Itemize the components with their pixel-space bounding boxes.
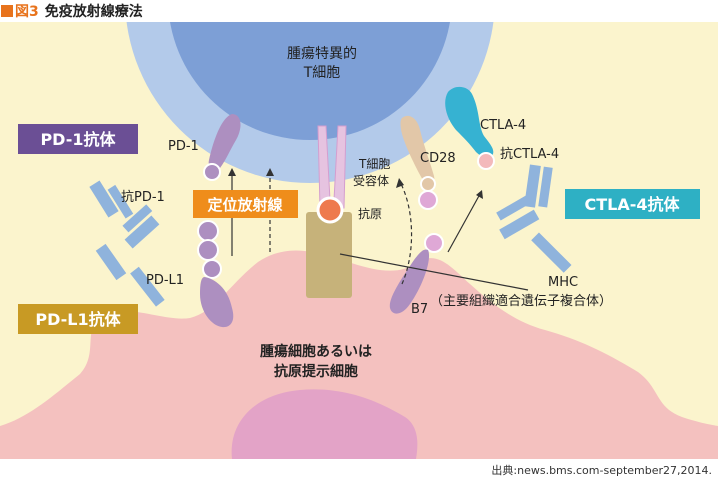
tumor-label-line2: 抗原提示細胞 — [274, 363, 358, 380]
arrowhead-solid — [228, 168, 236, 176]
cd28-knob — [420, 176, 436, 192]
pdl1-stem — [200, 277, 234, 328]
pd1-receptor — [208, 114, 241, 171]
mhc-label-line2: （主要組織適合遺伝子複合体） — [430, 293, 612, 309]
figure-marker-square — [1, 5, 13, 17]
arrowhead-ctla4 — [476, 190, 483, 199]
tcr-label-line2: 受容体 — [353, 173, 389, 188]
pd1-antibody-box — [18, 124, 138, 154]
tumor-cell — [0, 250, 718, 459]
t-cell-label-line2: T細胞 — [303, 65, 341, 81]
b7-ligand — [389, 249, 430, 314]
arrowhead-cd28 — [396, 178, 404, 188]
tumor-cell-nucleus — [231, 389, 418, 459]
tcr-label-line1: T細胞 — [358, 157, 390, 171]
antigen — [316, 196, 344, 224]
arrowhead-dashed — [266, 168, 274, 176]
t-cell-label-line1: 腫瘍特異的 — [287, 45, 357, 62]
mhc-molecule — [306, 212, 352, 298]
anti-ctla4-antibody — [496, 164, 572, 273]
figure-title: 免疫放射線療法 — [44, 4, 143, 20]
source-citation: 出典:news.bms.com-september27,2014. — [491, 464, 712, 477]
cd28-receptor — [400, 115, 435, 185]
antigen-label: 抗原 — [358, 206, 382, 221]
immunoradiotherapy-diagram: PD-1抗体 PD-L1抗体 CTLA-4抗体 定位放射線 腫瘍特異的 T細胞 … — [0, 22, 718, 459]
radiation-label: 定位放射線 — [207, 196, 282, 214]
figure-header: 図3 免疫放射線療法 — [0, 0, 718, 22]
b7-head — [424, 233, 444, 253]
mhc-pointer-line — [339, 253, 529, 291]
b7-ctla4-arrow — [447, 193, 481, 253]
pd1-antibody-label: PD-1抗体 — [40, 130, 116, 149]
ctla4-antibody-box — [565, 189, 700, 219]
ctla4-receptor — [445, 86, 494, 158]
pd1-label: PD-1 — [168, 139, 199, 154]
t-cell-nucleus — [170, 22, 450, 140]
pdl1-head-2 — [197, 239, 219, 261]
cd28-bound-ligand — [418, 190, 438, 210]
cd28-label: CD28 — [420, 151, 456, 166]
anti-pdl1-antibody — [130, 266, 165, 307]
figure-number: 図3 — [15, 4, 39, 20]
pdl1-antibody-box — [18, 304, 138, 334]
anti-pd1-antibody — [89, 180, 160, 281]
mhc-label-line1: MHC — [548, 275, 578, 290]
b7-label: B7 — [411, 302, 428, 317]
pdl1-head-1 — [197, 220, 219, 242]
pd1-knob — [203, 163, 221, 181]
pdl1-head-3 — [202, 259, 222, 279]
anti-ctla4-bound — [477, 152, 495, 170]
pdl1-antibody-label: PD-L1抗体 — [35, 310, 121, 329]
anti-pd1-label: 抗PD-1 — [121, 190, 165, 205]
tumor-label-line1: 腫瘍細胞あるいは — [260, 343, 372, 360]
ctla4-antibody-label: CTLA-4抗体 — [584, 195, 680, 214]
anti-ctla4-label: 抗CTLA-4 — [500, 147, 559, 162]
ctla4-label: CTLA-4 — [480, 118, 526, 133]
radiation-box — [193, 190, 298, 218]
pdl1-label: PD-L1 — [146, 273, 184, 288]
